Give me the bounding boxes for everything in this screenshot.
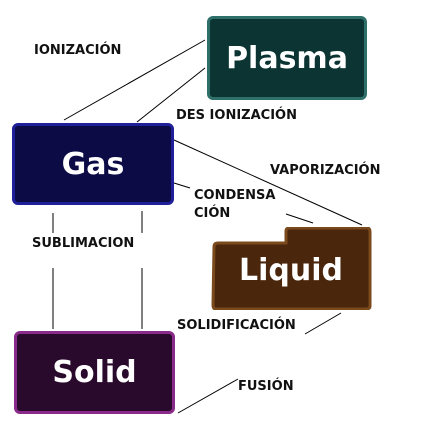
state-gas: Gas <box>12 123 174 205</box>
label-vaporizacion: VAPORIZACIÓN <box>270 163 381 178</box>
state-plasma: Plasma <box>207 16 367 100</box>
label-des-ionizacion: DES IONIZACIÓN <box>176 108 297 123</box>
condensacion-arrow-a <box>173 182 191 189</box>
ionizacion-arrow <box>63 39 206 121</box>
state-solid-label: Solid <box>52 355 137 390</box>
state-solid: Solid <box>14 331 175 414</box>
fusion-arrow <box>177 378 239 414</box>
state-plasma-label: Plasma <box>226 40 348 76</box>
condensacion-arrow-b <box>285 213 314 224</box>
label-sublimacion: SUBLIMACION <box>32 236 135 251</box>
state-liquid-label: Liquid <box>239 253 343 288</box>
vaporizacion-arrow <box>173 139 363 226</box>
label-fusion: FUSIÓN <box>238 379 294 394</box>
label-condensacion-1: CONDENSA <box>194 188 276 203</box>
des-ionizacion-arrow <box>136 67 206 123</box>
liquid-shape <box>211 227 372 310</box>
label-solidificacion: SOLIDIFICACIÓN <box>177 318 296 333</box>
label-ionizacion: IONIZACIÓN <box>34 43 122 58</box>
solidificacion-arrow <box>304 312 342 335</box>
label-condensacion-2: CIÓN <box>194 206 231 221</box>
state-gas-label: Gas <box>61 146 125 182</box>
state-liquid: Liquid <box>210 227 372 310</box>
